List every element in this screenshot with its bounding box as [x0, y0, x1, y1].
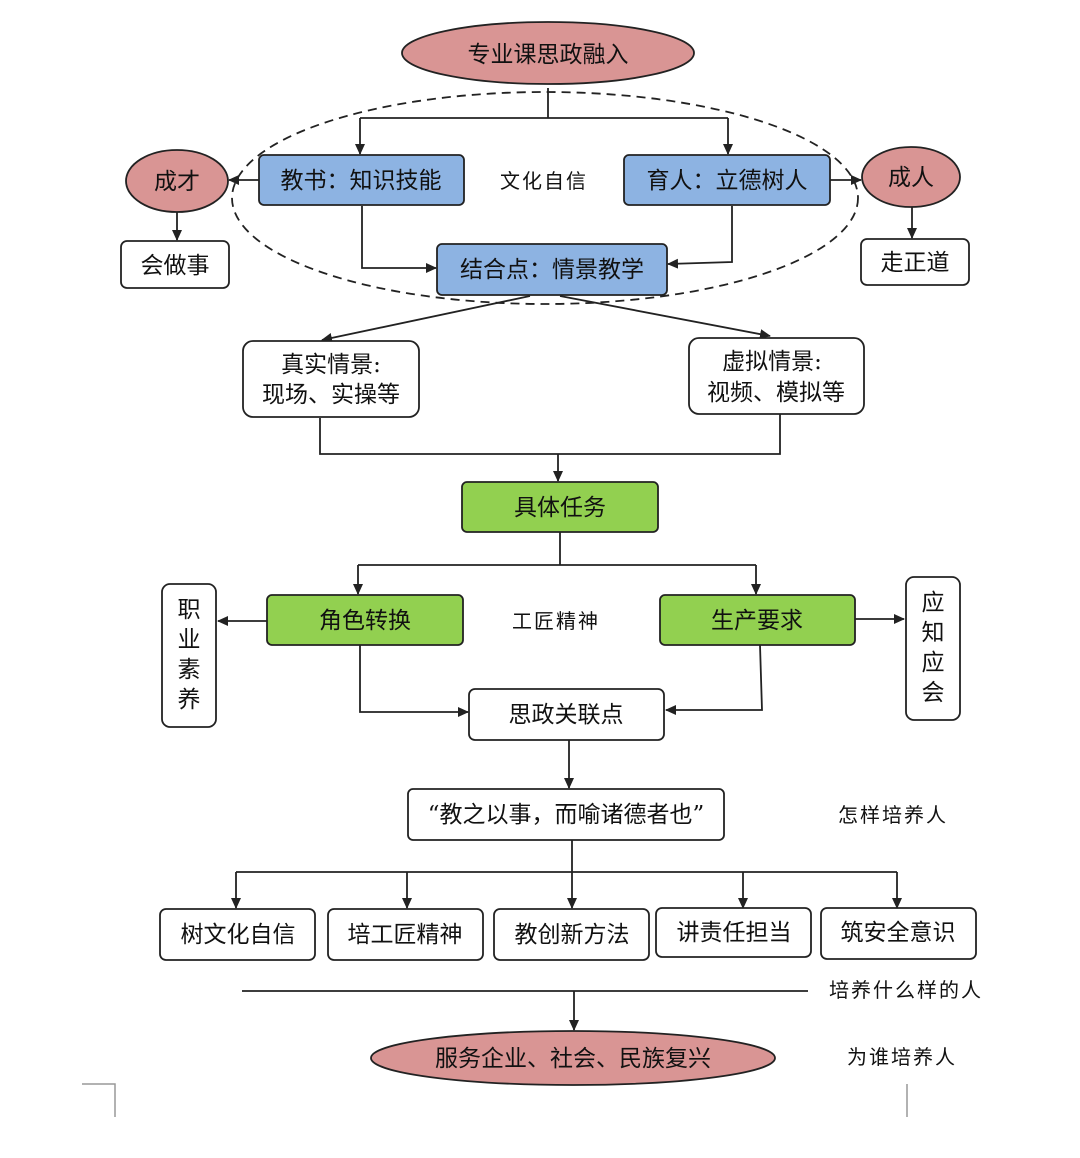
page-corner-mark-left [82, 1083, 116, 1117]
connector-teach-junction [361, 206, 437, 273]
node-junction-label: 结合点：情景教学 [460, 257, 644, 283]
node-talent-label: 成才 [154, 169, 200, 195]
node-career-char-2: 业 [178, 627, 201, 653]
connector-junction-virtual [559, 295, 771, 340]
node-bottom: 服务企业、社会、民族复兴 [370, 1030, 776, 1086]
node-talent: 成才 [125, 149, 229, 213]
node-do-things-label: 会做事 [141, 253, 210, 279]
node-goal-5-label: 筑安全意识 [841, 920, 956, 946]
annotation-what: 培养什么样的人 [829, 978, 983, 1002]
node-goal-1: 树文化自信 [159, 908, 316, 961]
node-virtual-line1: 虚拟情景: [722, 349, 822, 375]
connector-junction-real [321, 295, 531, 343]
node-teach: 教书：知识技能 [258, 154, 465, 206]
node-real-line1: 真实情景: [281, 352, 381, 378]
node-do-things: 会做事 [120, 240, 230, 289]
annotation-craftsman: 工匠精神 [512, 609, 600, 633]
node-career-char-3: 素 [178, 657, 201, 683]
node-top-label: 专业课思政融入 [468, 42, 629, 68]
annotation-how: 怎样培养人 [838, 803, 948, 827]
node-goal-4: 讲责任担当 [655, 907, 812, 958]
node-quote-label: “教之以事，而喻诸德者也” [428, 802, 705, 828]
node-person-label: 成人 [888, 165, 934, 191]
annotation-culture: 文化自信 [500, 169, 588, 193]
node-role: 角色转换 [266, 594, 464, 646]
connector-production-link [665, 644, 763, 715]
node-task: 具体任务 [461, 481, 659, 533]
node-bottom-label: 服务企业、社会、民族复兴 [435, 1046, 711, 1072]
node-goal-4-label: 讲责任担当 [677, 920, 792, 946]
node-right-path-label: 走正道 [881, 250, 950, 276]
node-link-point-label: 思政关联点 [509, 702, 624, 728]
node-role-label: 角色转换 [319, 608, 411, 634]
node-goal-2: 培工匠精神 [327, 908, 484, 961]
node-virtual-scenario: 虚拟情景: 视频、模拟等 [688, 337, 865, 415]
node-career-char-1: 职 [178, 597, 201, 623]
node-virtual-line2: 视频、模拟等 [707, 380, 845, 406]
node-educate: 育人：立德树人 [623, 154, 831, 206]
node-know-should: 应 知 应 会 [905, 576, 961, 721]
annotation-whom: 为谁培养人 [847, 1045, 957, 1069]
node-goal-3: 教创新方法 [493, 908, 650, 961]
node-quote: “教之以事，而喻诸德者也” [407, 788, 725, 841]
node-know-char-3: 应 [922, 650, 945, 676]
node-junction: 结合点：情景教学 [436, 243, 668, 296]
connectors [172, 88, 917, 1031]
node-task-label: 具体任务 [514, 495, 606, 521]
node-real-scenario: 真实情景: 现场、实操等 [242, 340, 420, 418]
node-production: 生产要求 [659, 594, 856, 646]
node-goal-1-label: 树文化自信 [181, 922, 296, 948]
connector-scenarios-merge [319, 414, 781, 455]
node-know-char-4: 会 [922, 680, 945, 706]
node-know-char-2: 知 [922, 620, 945, 646]
node-goal-5: 筑安全意识 [820, 907, 977, 960]
node-career-char-4: 养 [178, 687, 201, 713]
node-goal-2-label: 培工匠精神 [348, 922, 463, 948]
node-top: 专业课思政融入 [401, 21, 695, 85]
connector-educate-junction [667, 206, 733, 269]
node-teach-label: 教书：知识技能 [281, 168, 442, 194]
node-production-label: 生产要求 [711, 608, 803, 634]
node-career: 职 业 素 养 [161, 583, 217, 728]
node-goal-3-label: 教创新方法 [515, 922, 630, 948]
node-real-line2: 现场、实操等 [262, 382, 400, 408]
node-right-path: 走正道 [860, 238, 970, 286]
node-person: 成人 [861, 146, 961, 208]
node-educate-label: 育人：立德树人 [647, 168, 808, 194]
connector-role-link [359, 645, 469, 717]
node-link-point: 思政关联点 [468, 688, 665, 741]
node-know-char-1: 应 [922, 590, 945, 616]
dashed-group-ellipse [231, 91, 859, 305]
